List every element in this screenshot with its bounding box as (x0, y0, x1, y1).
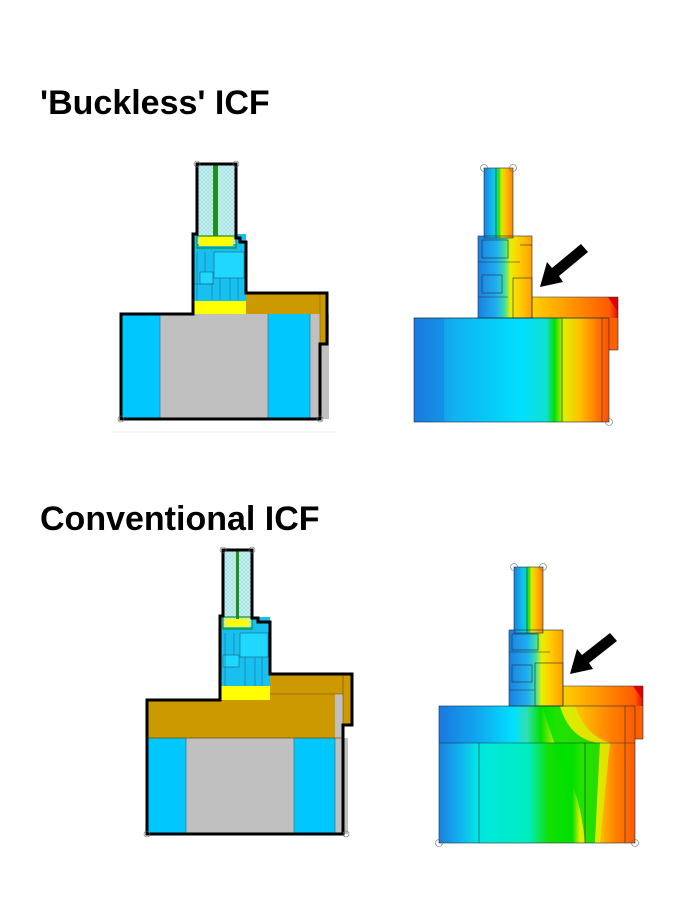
insulation-interior (147, 738, 186, 834)
sill-shim (220, 686, 270, 700)
insulation-exterior (268, 314, 310, 419)
buckless-thermal (413, 164, 619, 426)
thermal-ledge (532, 297, 618, 318)
insulation-interior (121, 314, 160, 419)
thermal-frame (478, 236, 532, 318)
exterior-trim (246, 293, 327, 344)
wood-buck (147, 674, 352, 738)
callout-arrow (570, 633, 617, 674)
thermal-buck (439, 706, 635, 743)
conventional-thermal (435, 563, 644, 847)
thermal-glass (514, 567, 543, 633)
thermal-glass (484, 168, 513, 238)
section-title-buckless: 'Buckless' ICF (40, 84, 270, 122)
thermal-base (414, 318, 609, 422)
insulation-exterior (294, 738, 335, 834)
thermal-ledge (563, 686, 643, 706)
thermal-frame (509, 630, 563, 706)
conventional-schematic (143, 546, 354, 838)
section-title-conventional: Conventional ICF (40, 500, 320, 538)
callout-arrow (540, 244, 588, 287)
buckless-schematic (113, 160, 335, 433)
sill-shim (193, 301, 246, 314)
